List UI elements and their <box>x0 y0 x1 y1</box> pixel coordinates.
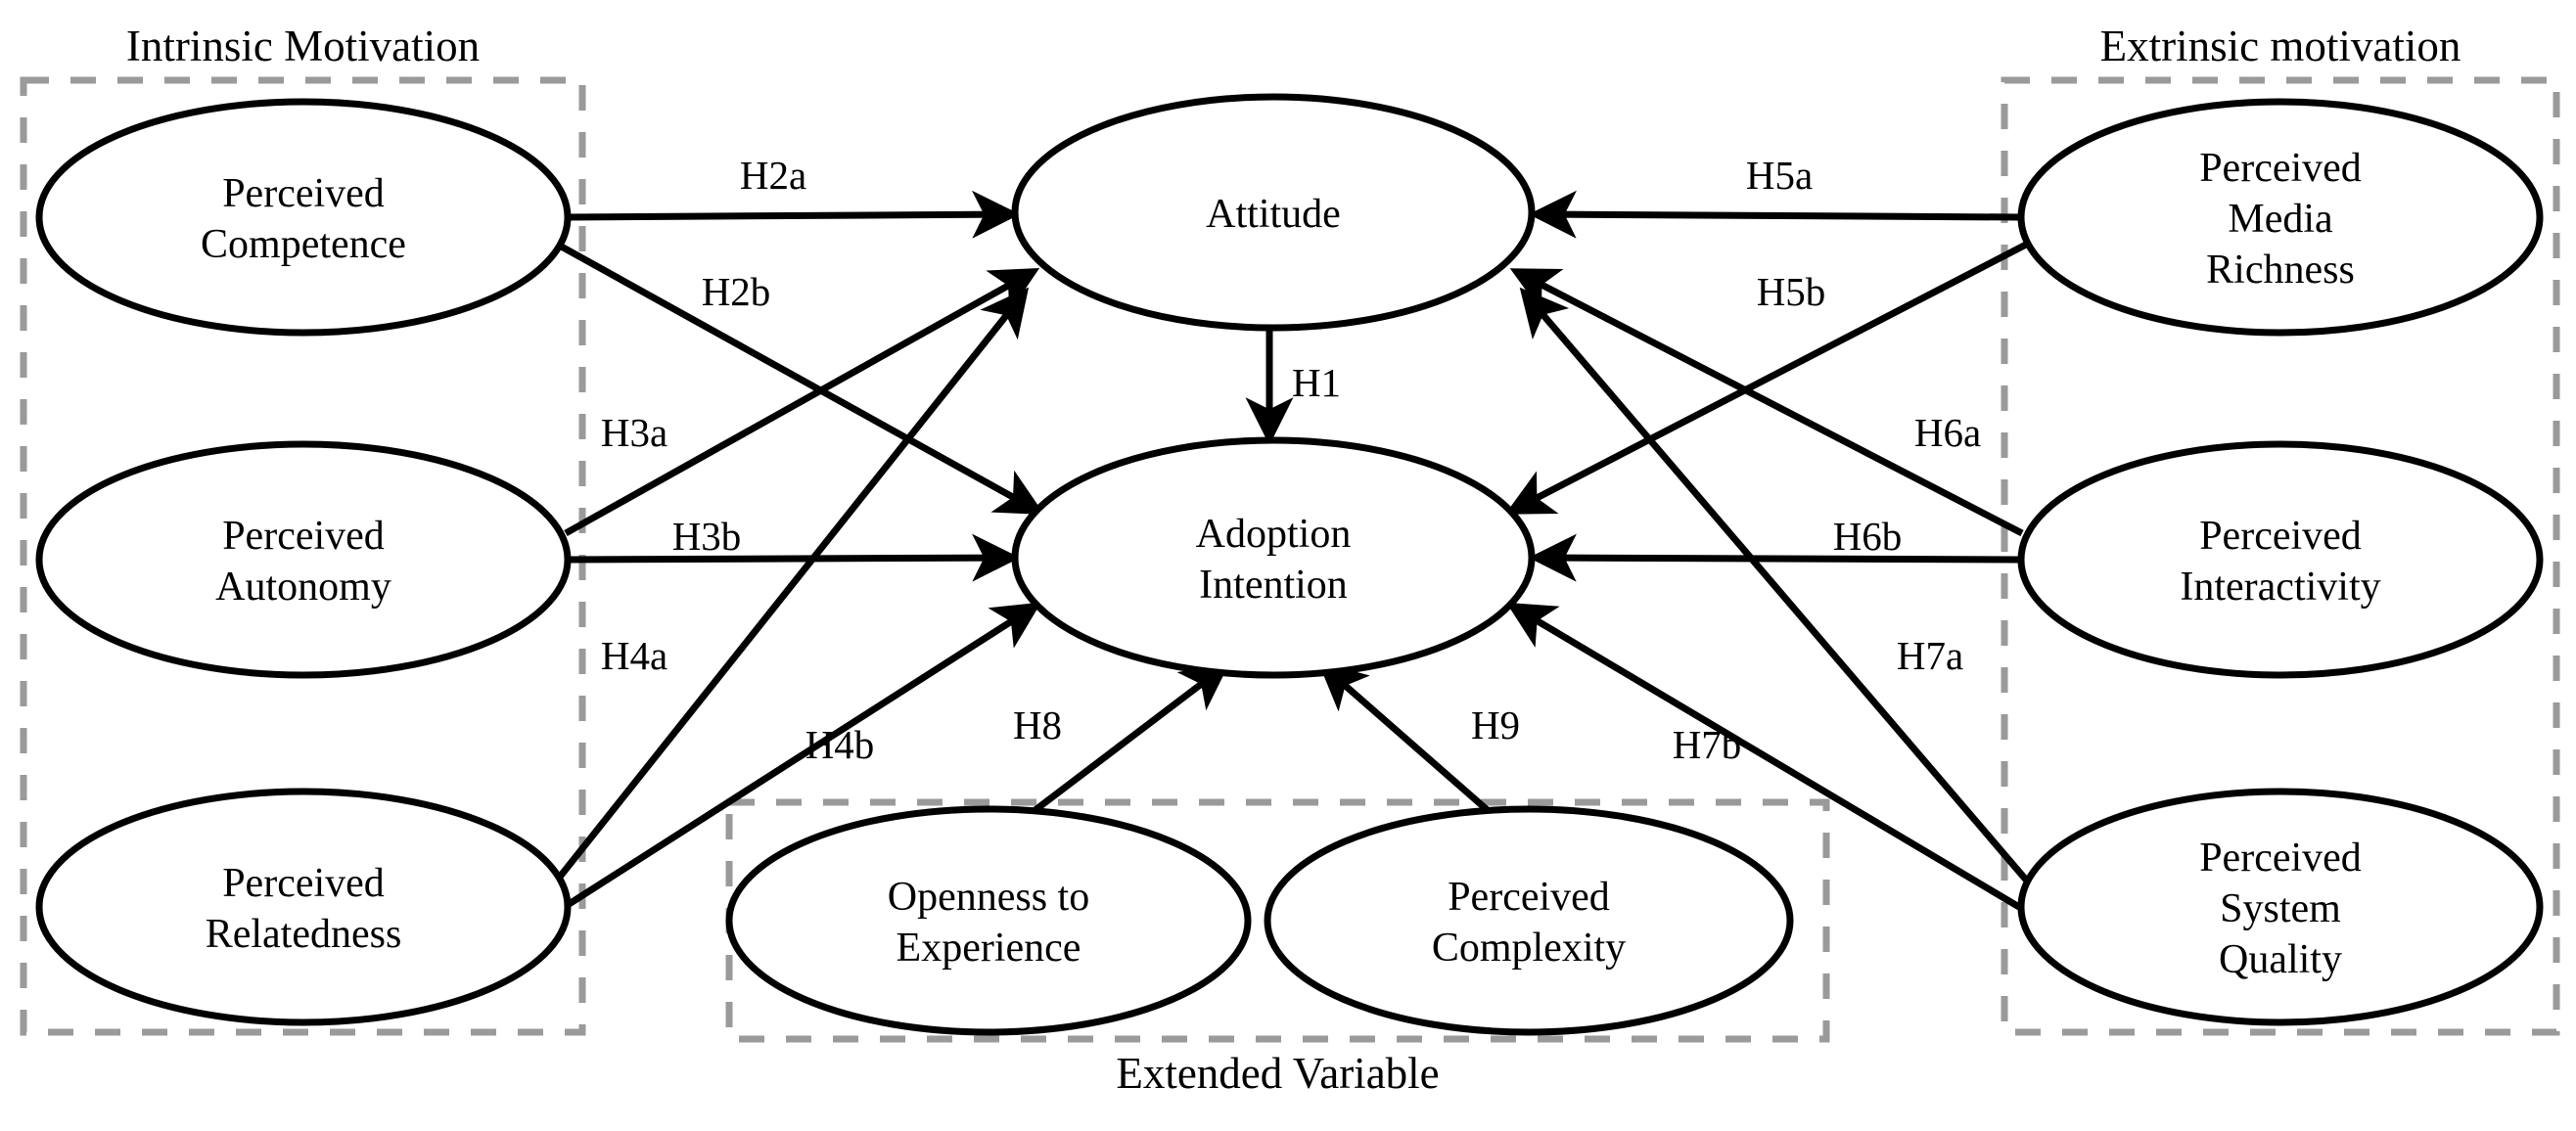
node-label-competence: Competence <box>201 222 406 267</box>
edge-H8 <box>1030 662 1230 815</box>
node-shape-complexity <box>1264 805 1794 1036</box>
node-shape-relatedness <box>35 788 572 1026</box>
node-label-relatedness: Relatedness <box>206 912 402 957</box>
node-shape-media <box>2017 98 2544 337</box>
node-label-openness: Experience <box>897 926 1081 971</box>
edge-H5a <box>1528 190 2020 239</box>
edge-label-H5a: H5a <box>1746 153 1813 198</box>
node-shape-adoption <box>1011 436 1536 679</box>
edge-H2b <box>556 241 1045 515</box>
node-label-media: Media <box>2228 197 2333 242</box>
edge-label-H1: H1 <box>1292 360 1341 405</box>
node-shape-attitude <box>1011 93 1536 332</box>
node-label-competence: Perceived <box>222 171 385 216</box>
edge-label-H6a: H6a <box>1914 410 1981 455</box>
edge-H7a <box>1519 287 2034 888</box>
edge-label-H3a: H3a <box>601 410 667 455</box>
node-shape-competence <box>35 98 572 337</box>
edge-H4a <box>550 287 1030 888</box>
edge-label-H7a: H7a <box>1897 633 1963 678</box>
group-label-extrinsic: Extrinsic motivation <box>2100 22 2461 70</box>
node-label-media: Richness <box>2206 248 2355 293</box>
edge-H6a <box>1509 268 2024 537</box>
node-label-quality: Perceived <box>2199 836 2362 881</box>
node-label-adoption: Adoption <box>1196 512 1352 557</box>
edge-H9 <box>1317 661 1493 815</box>
node-label-interactivity: Interactivity <box>2180 565 2380 610</box>
node-shape-autonomy <box>35 440 572 679</box>
edge-label-H8: H8 <box>1013 702 1062 747</box>
edge-label-H4b: H4b <box>805 722 875 767</box>
node-label-quality: System <box>2220 886 2341 931</box>
group-label-extended: Extended Variable <box>1116 1049 1439 1098</box>
group-labels-layer: Intrinsic Motivation Extrinsic motivation… <box>126 22 2461 1098</box>
nodes-layer: PerceivedCompetencePerceivedAutonomyPerc… <box>35 93 2544 1036</box>
edge-label-H6b: H6b <box>1833 514 1903 559</box>
node-label-complexity: Complexity <box>1432 926 1626 971</box>
edge-label-H2a: H2a <box>740 153 806 198</box>
edge-label-H4a: H4a <box>601 633 667 678</box>
node-label-interactivity: Perceived <box>2199 514 2362 559</box>
node-label-autonomy: Perceived <box>222 514 385 559</box>
node-label-complexity: Perceived <box>1448 875 1610 920</box>
edge-H7b <box>1505 602 2026 914</box>
edge-label-H5b: H5b <box>1757 269 1826 314</box>
node-shape-openness <box>725 805 1252 1036</box>
edge-label-H3b: H3b <box>672 514 742 559</box>
node-label-quality: Quality <box>2219 937 2342 982</box>
node-label-media: Perceived <box>2199 146 2362 191</box>
node-label-adoption: Intention <box>1199 563 1348 608</box>
group-label-intrinsic: Intrinsic Motivation <box>126 22 480 70</box>
node-label-relatedness: Perceived <box>222 861 385 906</box>
edge-H6b <box>1528 533 2020 582</box>
node-label-openness: Openness to <box>888 875 1089 920</box>
edge-H3b <box>567 533 1021 582</box>
edge-H2a <box>567 190 1021 239</box>
edges-layer <box>550 190 2034 914</box>
edge-H3a <box>564 268 1040 537</box>
edge-label-H9: H9 <box>1471 702 1520 747</box>
node-attitude[interactable]: Attitude <box>1011 93 1536 332</box>
node-openness[interactable]: Openness to Experience <box>725 805 1252 1036</box>
edge-label-H2b: H2b <box>702 269 771 314</box>
edge-H5b <box>1504 241 2028 515</box>
node-label-attitude: Attitude <box>1206 192 1341 237</box>
edge-H4b <box>558 602 1041 913</box>
node-shape-interactivity <box>2017 440 2544 679</box>
edge-label-H7b: H7b <box>1673 722 1742 767</box>
node-shape-quality <box>2017 788 2544 1026</box>
node-label-autonomy: Autonomy <box>215 565 391 610</box>
